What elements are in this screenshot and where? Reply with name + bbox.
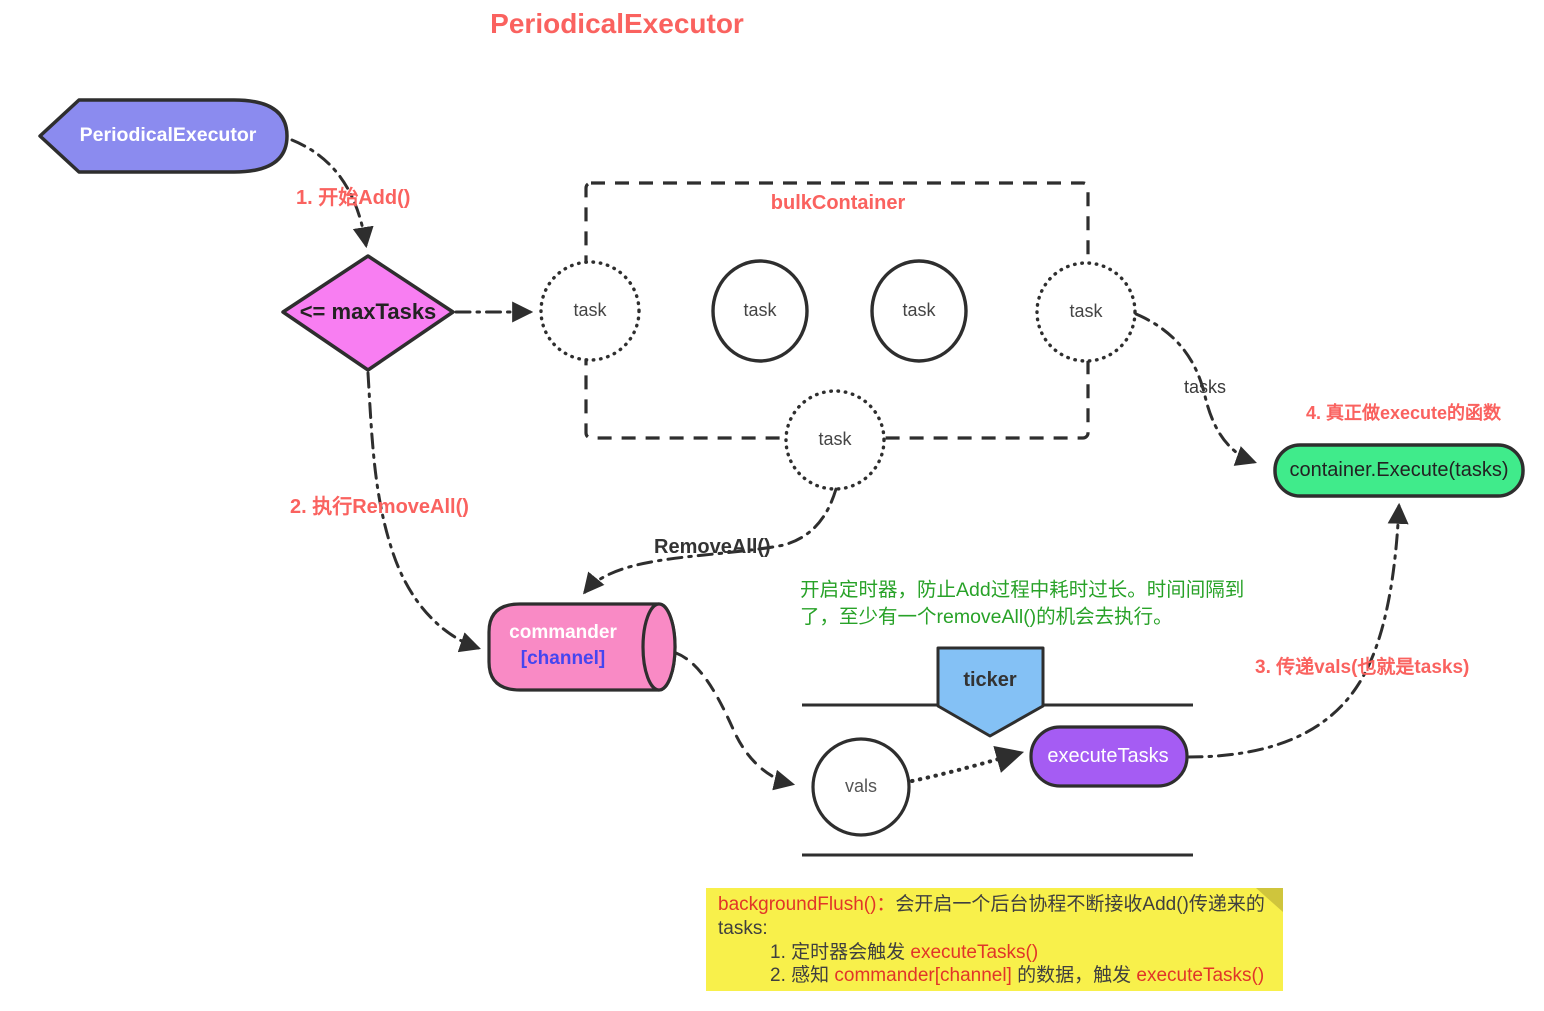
execute-tasks-box xyxy=(1029,725,1189,788)
task-circle-solid-1 xyxy=(711,259,809,363)
edge-vals-to-executetasks xyxy=(910,745,1025,783)
vals-label: vals xyxy=(844,776,878,796)
task-label: task xyxy=(1069,301,1103,321)
note-item2-mid: 的数据，触发 xyxy=(1011,965,1137,987)
bulk-container-label: bulkContainer xyxy=(770,192,906,214)
task-label: task xyxy=(573,300,607,320)
edge-executetasks-to-container-execute xyxy=(1186,502,1409,759)
note-item2-code1: commander[channel] xyxy=(834,965,1012,987)
commander-channel-label: [channel] xyxy=(520,648,606,669)
task-circle-dotted-left xyxy=(539,260,641,362)
note-item1-text: 1. 定时器会触发 xyxy=(770,941,911,963)
note-item1: 1. 定时器会触发 executeTasks() xyxy=(770,941,1278,965)
task-circle-dotted-right xyxy=(1035,261,1137,363)
task-label: task xyxy=(818,429,852,449)
note-line1: backgroundFlush()：会开启一个后台协程不断接收Add()传递来的 xyxy=(718,893,1278,917)
container-execute-box xyxy=(1273,443,1525,498)
task-label: task xyxy=(743,300,777,320)
step4-label: 4. 真正做execute的函数 xyxy=(1306,403,1502,423)
page-title: PeriodicalExecutor xyxy=(490,8,744,39)
tasks-edge-label: tasks xyxy=(1183,377,1227,397)
removeall-edge-label: RemoveAll() xyxy=(654,536,771,558)
vals-circle xyxy=(811,737,911,837)
sticky-note xyxy=(706,888,1283,991)
commander-cylinder-cap xyxy=(641,602,677,692)
commander-label-group: commander [channel] xyxy=(509,620,617,672)
timer-annotation-line1: 开启定时器，防止Add过程中耗时过长。时间间隔到 xyxy=(800,579,1245,601)
note-intro: 会开启一个后台协程不断接收Add()传递来的 xyxy=(895,894,1265,915)
edge-commander-to-vals xyxy=(674,651,796,791)
commander-label: commander xyxy=(509,622,617,643)
execute-tasks-label: executeTasks xyxy=(1047,745,1169,767)
task-label: task xyxy=(902,300,936,320)
step1-label: 1. 开始Add() xyxy=(296,187,411,209)
step3-label: 3. 传递vals(也就是tasks) xyxy=(1255,657,1470,678)
edge-entry-to-decision xyxy=(290,138,374,249)
container-execute-label: container.Execute(tasks) xyxy=(1289,459,1509,481)
timer-annotation-line2: 了，至少有一个removeAll()的机会去执行。 xyxy=(800,606,1173,628)
sticky-note-fold-corner xyxy=(1256,888,1283,912)
decision-diamond xyxy=(281,254,455,372)
edge-removeall-to-commander xyxy=(582,487,838,595)
ticker-pentagon xyxy=(936,646,1045,738)
task-circle-solid-2 xyxy=(870,259,968,363)
sticky-note-text: backgroundFlush()：会开启一个后台协程不断接收Add()传递来的… xyxy=(718,893,1278,988)
note-item2-code2: executeTasks() xyxy=(1136,965,1265,987)
decision-label: <= maxTasks xyxy=(299,299,437,324)
note-line2: tasks: xyxy=(718,917,768,939)
edge-decision-to-commander xyxy=(366,371,481,653)
task-circle-dotted-bottom xyxy=(784,389,886,491)
note-title: backgroundFlush()： xyxy=(718,894,896,915)
note-item1-code: executeTasks() xyxy=(910,941,1039,963)
ticker-label: ticker xyxy=(963,669,1017,691)
note-item2: 2. 感知 commander[channel] 的数据，触发 executeT… xyxy=(770,964,1278,988)
entry-banner-shape xyxy=(38,98,289,174)
entry-banner-label: PeriodicalExecutor xyxy=(79,124,257,146)
step2-label: 2. 执行RemoveAll() xyxy=(290,496,469,518)
note-item2-text: 2. 感知 xyxy=(770,965,835,987)
edge-tasks-to-container-execute xyxy=(1134,312,1257,466)
timer-annotation: 开启定时器，防止Add过程中耗时过长。时间间隔到 了，至少有一个removeAl… xyxy=(800,577,1244,631)
